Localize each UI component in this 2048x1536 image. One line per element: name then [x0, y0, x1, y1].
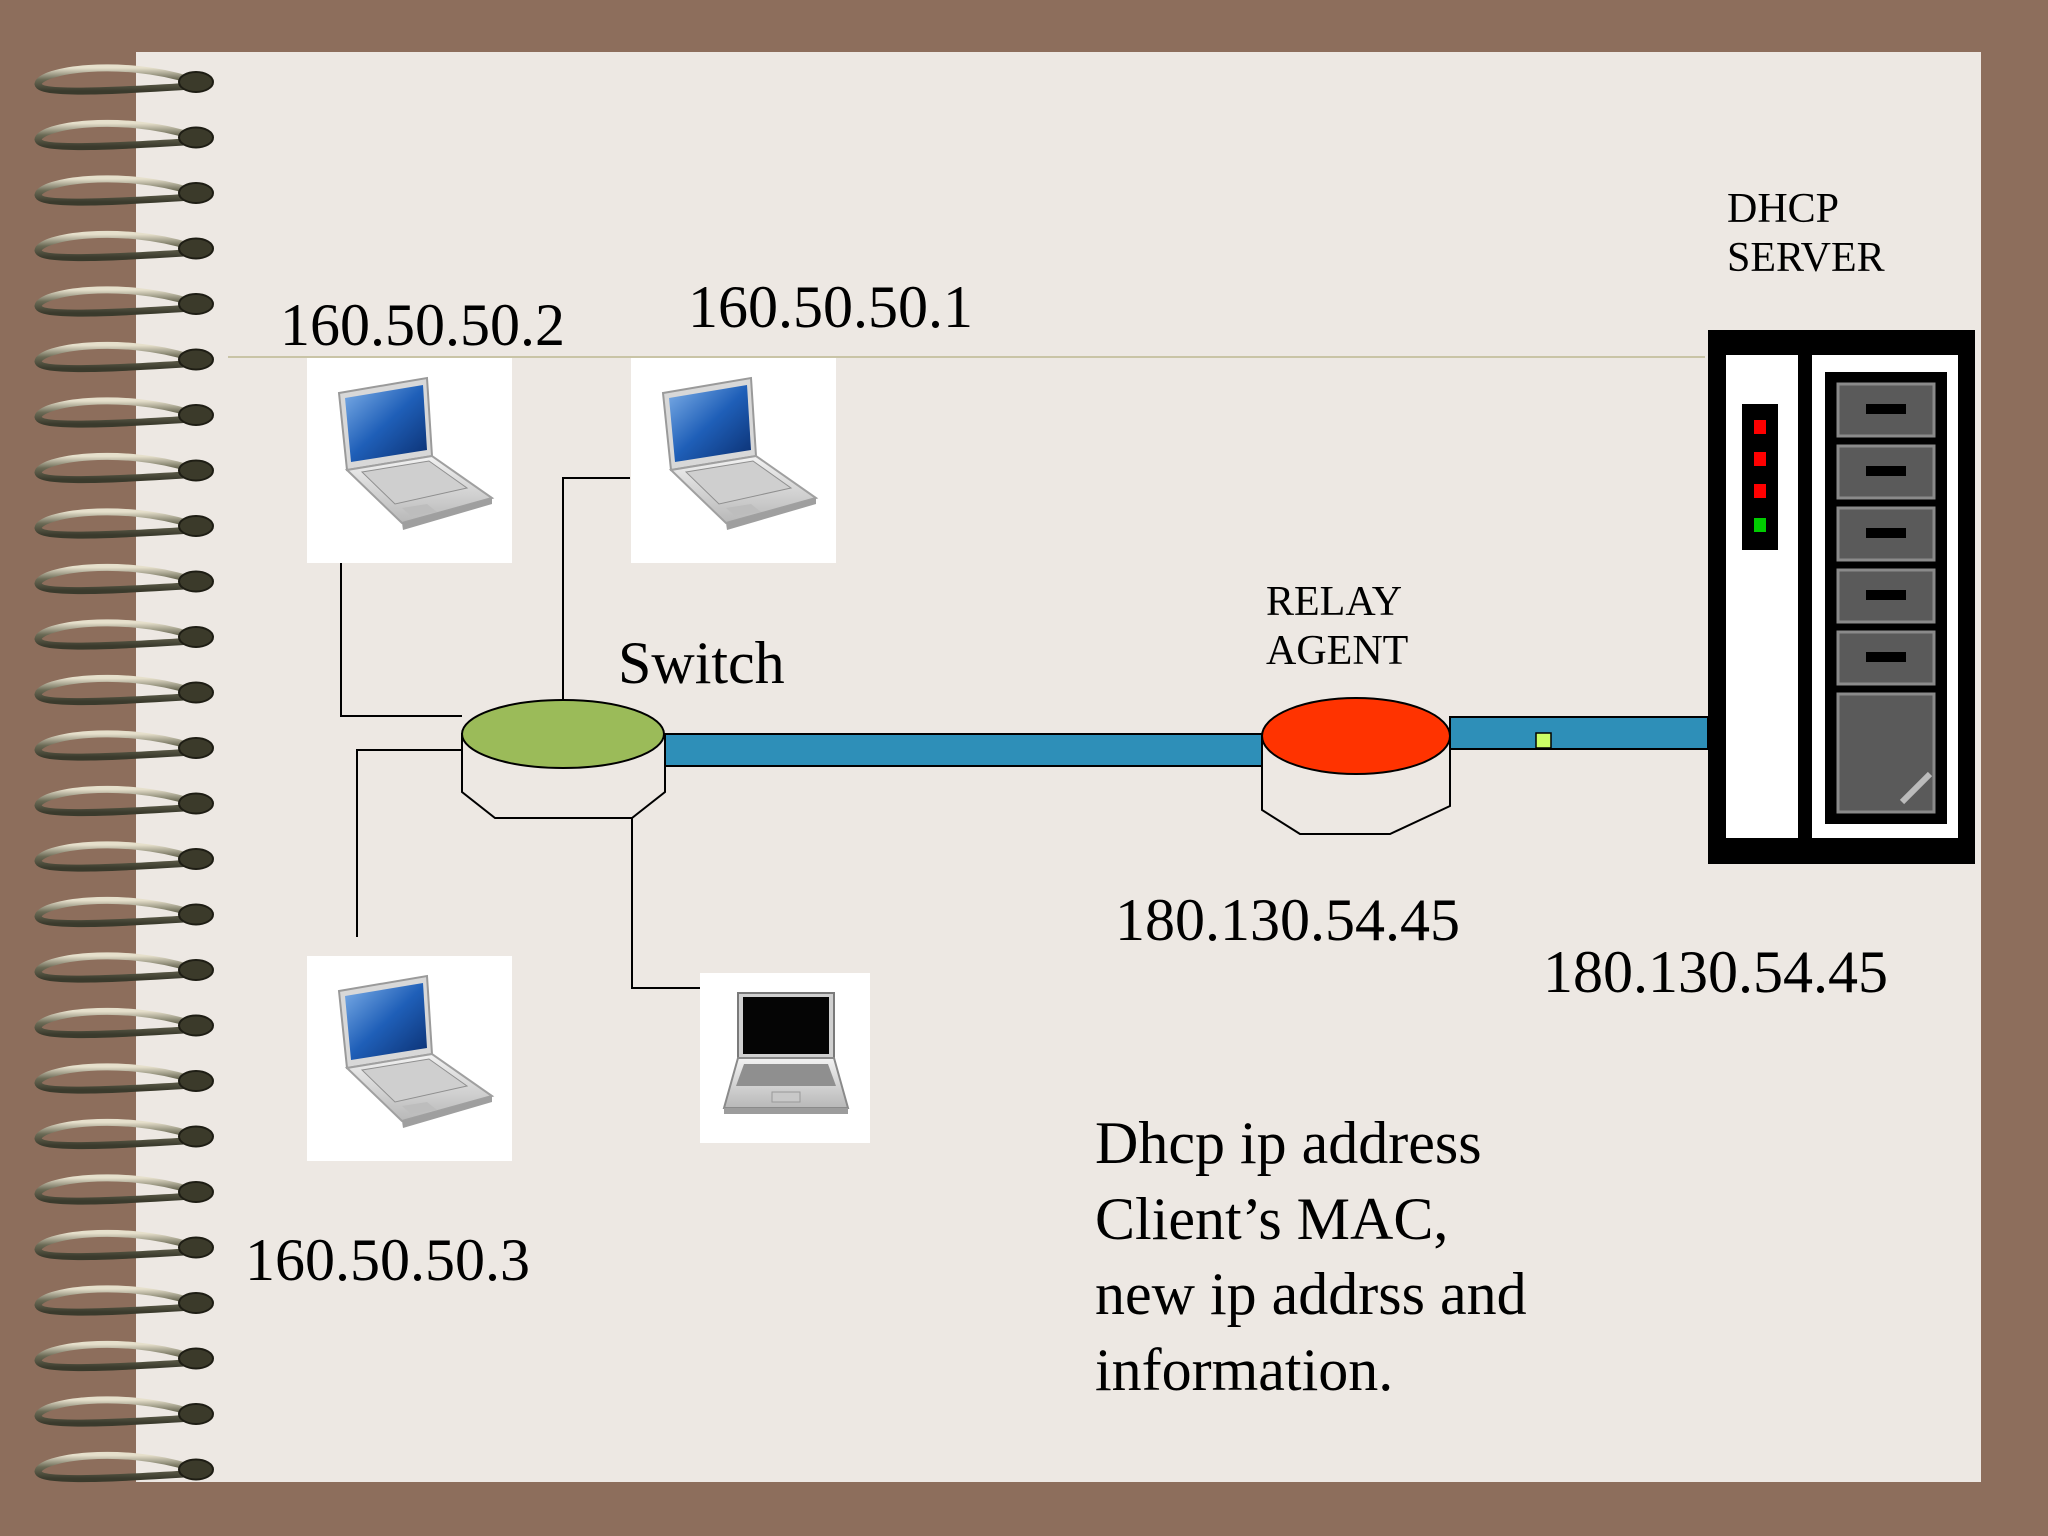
relay-server-link: [1449, 716, 1709, 750]
switch-label: Switch: [618, 630, 785, 696]
binding-hole: [178, 237, 214, 260]
led-red-icon: [1754, 452, 1766, 466]
binding-hole: [178, 1181, 214, 1203]
binding-hole: [178, 681, 214, 704]
binding-coil: [34, 1451, 193, 1483]
binding-coil: [34, 730, 193, 761]
binding-coil: [34, 1285, 193, 1316]
binding-coil: [34, 64, 193, 95]
binding-coil: [34, 452, 193, 484]
binding-hole: [178, 1458, 214, 1481]
binding-hole: [178, 737, 214, 759]
relay-agent-icon: [1261, 697, 1451, 835]
binding-coil: [34, 619, 193, 650]
binding-hole: [178, 1347, 214, 1370]
switch-icon: [461, 699, 666, 819]
binding-coil: [34, 286, 193, 317]
binding-hole: [178, 1070, 214, 1092]
binding-hole: [178, 348, 214, 371]
binding-hole: [178, 959, 214, 981]
ip-label-laptop-3: 160.50.50.3: [245, 1227, 530, 1293]
binding-coil: [34, 674, 193, 706]
binding-hole: [178, 71, 214, 93]
binding-coil: [34, 1396, 193, 1427]
binding-hole: [178, 903, 214, 926]
binding-coil: [34, 1174, 193, 1205]
binding-hole: [178, 1236, 214, 1259]
led-red-icon: [1754, 420, 1766, 434]
laptop-icon: [306, 357, 513, 564]
relay-agent-label: RELAY AGENT: [1266, 579, 1409, 675]
binding-hole: [178, 126, 214, 149]
spiral-binding: [34, 64, 214, 1483]
binding-hole: [178, 792, 214, 815]
packet-icon: [1535, 732, 1552, 749]
led-red-icon: [1754, 484, 1766, 498]
dhcp-server-ip-label: 180.130.54.45: [1543, 939, 1888, 1005]
ip-label-laptop-1: 160.50.50.1: [688, 274, 973, 340]
dhcp-server-icon: [1708, 330, 1975, 864]
binding-coil: [34, 785, 193, 817]
binding-coil: [34, 952, 193, 983]
binding-hole: [178, 515, 214, 537]
ip-label-laptop-2: 160.50.50.2: [280, 292, 565, 358]
dhcp-offer-note: Dhcp ip address Client’s MAC, new ip add…: [1095, 1110, 1527, 1403]
binding-coil: [34, 341, 193, 373]
laptop-icon: [306, 955, 513, 1162]
binding-hole: [178, 404, 214, 426]
laptop-black-icon: [700, 973, 870, 1143]
laptop-icon: [630, 357, 837, 564]
binding-coil: [34, 1340, 193, 1372]
binding-coil: [34, 175, 193, 206]
binding-coil: [34, 1229, 193, 1261]
dhcp-server-label: DHCP SERVER: [1727, 186, 1885, 282]
binding-hole: [178, 459, 214, 482]
binding-coil: [34, 896, 193, 928]
drive-bays: [1836, 382, 1936, 814]
client-cables: [340, 477, 700, 989]
binding-hole: [178, 570, 214, 593]
binding-hole: [178, 848, 214, 870]
binding-hole: [178, 1014, 214, 1037]
binding-coil: [34, 841, 193, 872]
binding-coil: [34, 1118, 193, 1150]
binding-hole: [178, 182, 214, 204]
switch-relay-link: [664, 733, 1263, 767]
binding-coil: [34, 1007, 193, 1039]
binding-coil: [34, 119, 193, 151]
binding-coil: [34, 563, 193, 595]
binding-hole: [178, 1125, 214, 1148]
binding-coil: [34, 1063, 193, 1094]
binding-coil: [34, 508, 193, 539]
binding-coil: [34, 397, 193, 428]
binding-hole: [178, 626, 214, 648]
binding-coil: [34, 230, 193, 262]
relay-agent-ip-label: 180.130.54.45: [1115, 887, 1460, 953]
binding-hole: [178, 1403, 214, 1425]
binding-hole: [178, 293, 214, 315]
led-green-icon: [1754, 518, 1766, 532]
binding-hole: [178, 1292, 214, 1314]
